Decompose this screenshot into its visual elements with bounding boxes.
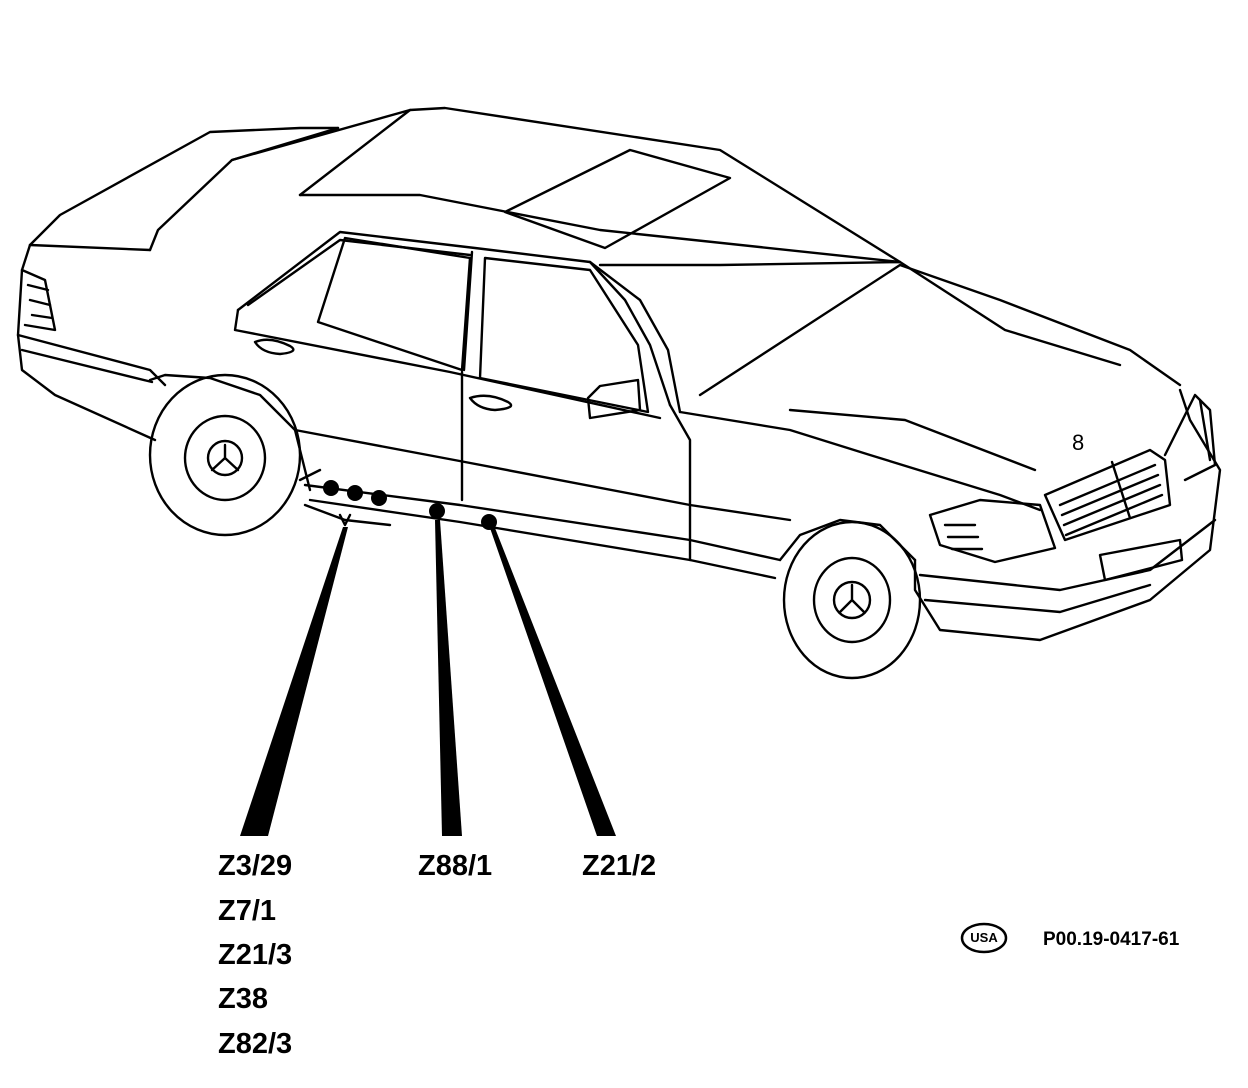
component-markers: [323, 480, 497, 530]
marker-dot-z21-2: [481, 514, 497, 530]
label-z82-3: Z82/3: [218, 1028, 293, 1060]
leader-center: [435, 520, 462, 836]
figure-code: P00.19-0417-61: [1043, 929, 1180, 950]
svg-text:8: 8: [1072, 430, 1084, 455]
leader-left: [240, 527, 348, 836]
label-z38: Z38: [218, 983, 268, 1015]
badge-text: USA: [970, 930, 998, 945]
label-z21-3: Z21/3: [218, 939, 293, 971]
leader-right: [490, 528, 616, 836]
marker-dot-z88-1: [429, 503, 445, 519]
label-z21-2: Z21/2: [582, 850, 657, 882]
usa-badge: USA: [960, 922, 1008, 954]
marker-dot-2: [347, 485, 363, 501]
label-z3-29: Z3/29: [218, 850, 293, 882]
marker-dot-1: [323, 480, 339, 496]
label-z7-1: Z7/1: [218, 895, 277, 927]
marker-dot-3: [371, 490, 387, 506]
badge-oval-icon: [960, 922, 1008, 954]
label-z88-1: Z88/1: [418, 850, 493, 882]
leader-lines: [240, 520, 616, 836]
